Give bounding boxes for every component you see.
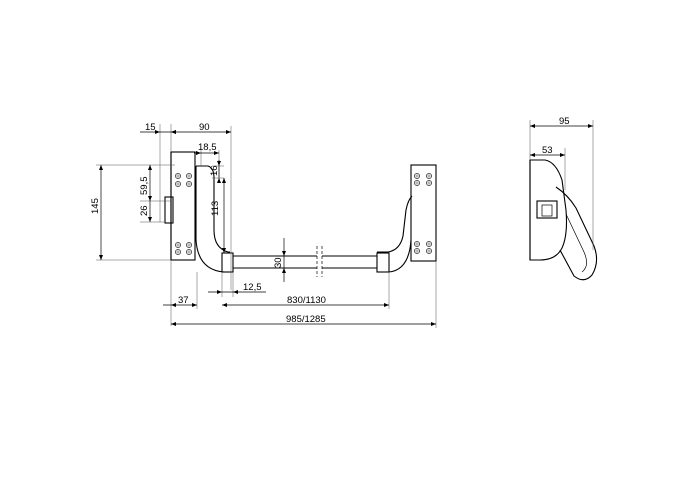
right-arm <box>377 195 413 273</box>
dim-113-label: 113 <box>210 201 221 216</box>
right-mounting-plate <box>410 164 437 262</box>
side-housing <box>529 159 568 261</box>
dim-90-label: 90 <box>199 122 210 133</box>
screw-icon <box>186 173 192 179</box>
dim-26-label: 26 <box>139 205 150 216</box>
dim-95-label: 95 <box>559 116 570 127</box>
push-bar <box>221 246 390 277</box>
dim-16-label: 16 <box>209 165 220 176</box>
side-lever <box>555 186 598 281</box>
side-cutout <box>536 200 558 219</box>
front-view: 15 90 18,5 16 59,5 145 26 113 30 12,5 37… <box>90 122 437 328</box>
screw-icon <box>426 180 432 186</box>
screw-icon <box>186 249 192 255</box>
screw-icon <box>426 248 432 254</box>
dim-830-1130-label: 830/1130 <box>287 295 326 306</box>
screw-icon <box>186 181 192 187</box>
dim-59-5-label: 59,5 <box>139 177 150 196</box>
dim-12-5-label: 12,5 <box>243 282 262 293</box>
screw-icon <box>414 173 420 179</box>
dim-145-label: 145 <box>90 198 101 214</box>
screw-icon <box>175 249 181 255</box>
dimension-lines <box>96 124 437 328</box>
dim-30-label: 30 <box>273 257 284 268</box>
screw-icon <box>426 241 432 247</box>
bar-end-cap-left <box>221 252 234 273</box>
screw-icon <box>414 241 420 247</box>
screw-icon <box>186 242 192 248</box>
dim-53-label: 53 <box>542 145 553 156</box>
screw-icon <box>426 173 432 179</box>
screw-icon <box>414 248 420 254</box>
bar-end-cap-right <box>376 252 390 273</box>
screw-icon <box>175 242 181 248</box>
latch-block <box>164 196 174 224</box>
screw-icon <box>175 173 181 179</box>
screw-icon <box>175 181 181 187</box>
dim-37-label: 37 <box>178 295 189 306</box>
left-mounting-plate <box>164 151 196 261</box>
dim-18-5-label: 18,5 <box>198 142 217 153</box>
side-view: 95 53 <box>529 116 598 281</box>
dim-985-1285-label: 985/1285 <box>286 314 326 325</box>
screw-icon <box>414 180 420 186</box>
dim-15-label: 15 <box>145 122 156 133</box>
